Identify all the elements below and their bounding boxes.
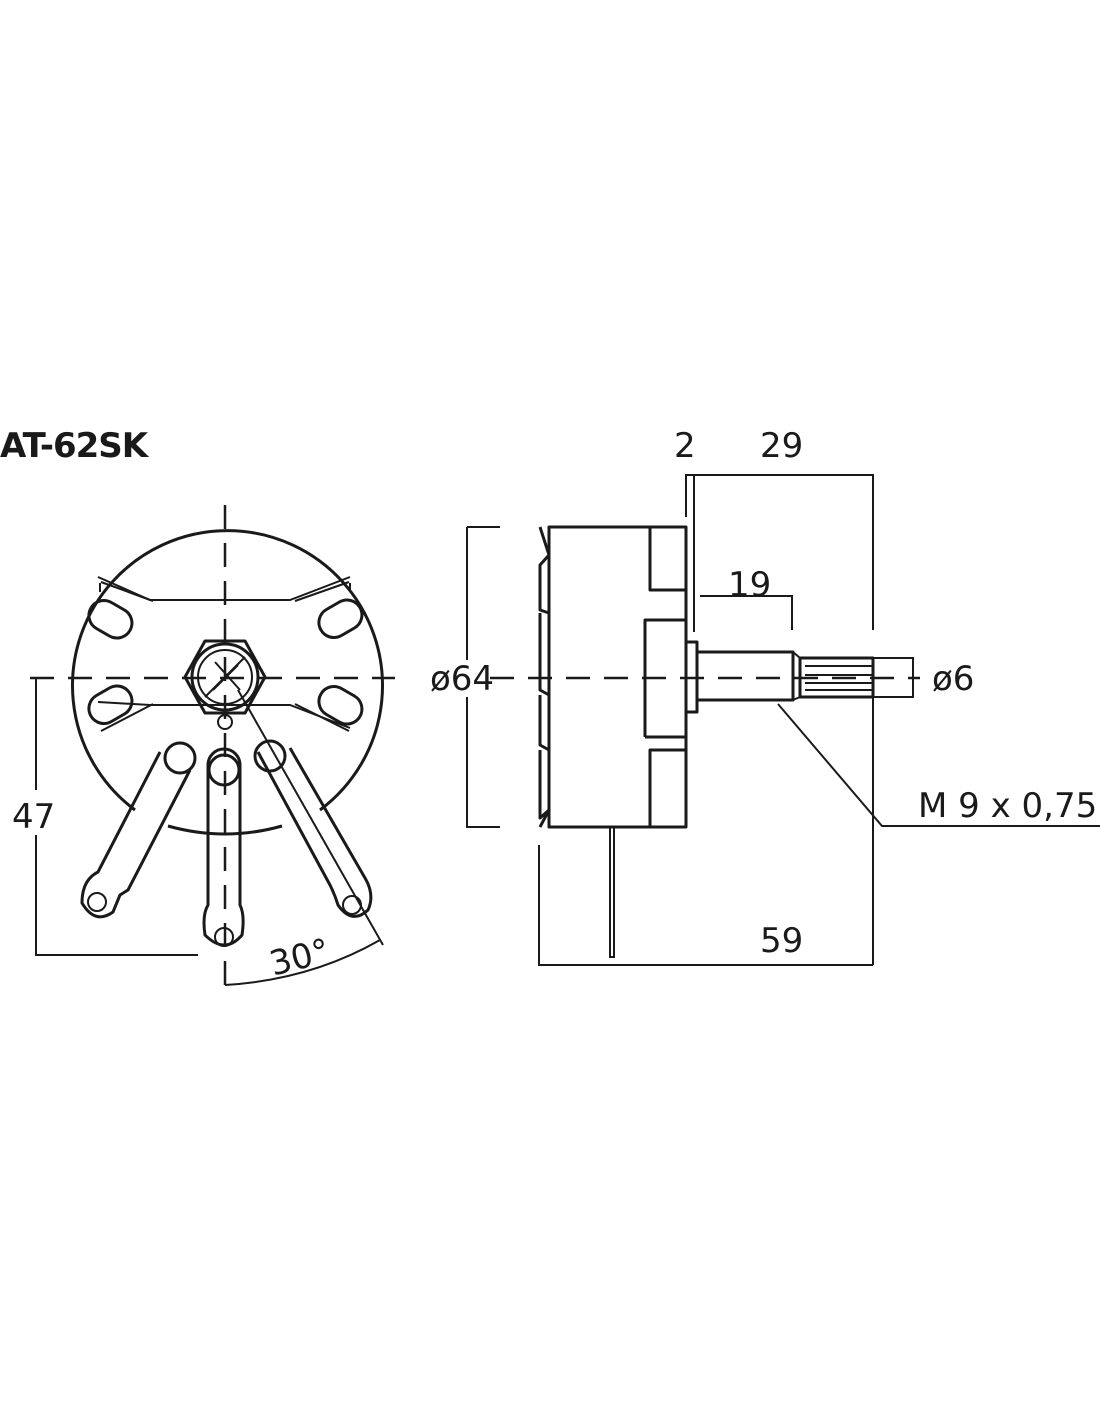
housing-circle <box>71 529 384 812</box>
dim-line-6 <box>873 657 914 698</box>
dim-line-64 <box>466 526 500 828</box>
dim-line-59 <box>538 845 873 966</box>
dim-body-diameter-label: ø64 <box>430 659 494 699</box>
angle-label: 30° <box>266 931 334 984</box>
mounting-plate <box>97 576 351 729</box>
terminal-pin <box>609 827 615 958</box>
dim-line-47 <box>35 678 198 956</box>
mounting-slots <box>87 598 364 726</box>
dim-flange-label: 2 <box>674 426 696 466</box>
housing-segments <box>643 527 686 827</box>
dim-line-19 <box>700 595 793 630</box>
dim-thread-length-label: 19 <box>728 565 771 605</box>
dim-shaft-length-label: 29 <box>760 426 803 466</box>
threaded-bushing <box>695 650 795 702</box>
solder-terminals <box>80 739 373 947</box>
rear-contacts <box>538 526 551 828</box>
dim-height-label: 47 <box>12 797 55 837</box>
dim-shaft-diameter-label: ø6 <box>932 659 974 699</box>
thread-leader-line <box>777 703 1100 827</box>
thread-spec-label: M 9 x 0,75 <box>918 786 1097 826</box>
dim-total-length-label: 59 <box>760 921 803 961</box>
front-view: 47 30° <box>12 505 395 990</box>
dim-line-29 <box>685 474 874 965</box>
model-title: AT-62SK <box>0 426 150 466</box>
angle-arc <box>224 939 381 986</box>
housing-bottom-arc <box>167 824 283 836</box>
side-view: ø64 ø6 2 29 19 59 M 9 x 0,75 <box>430 426 1100 966</box>
